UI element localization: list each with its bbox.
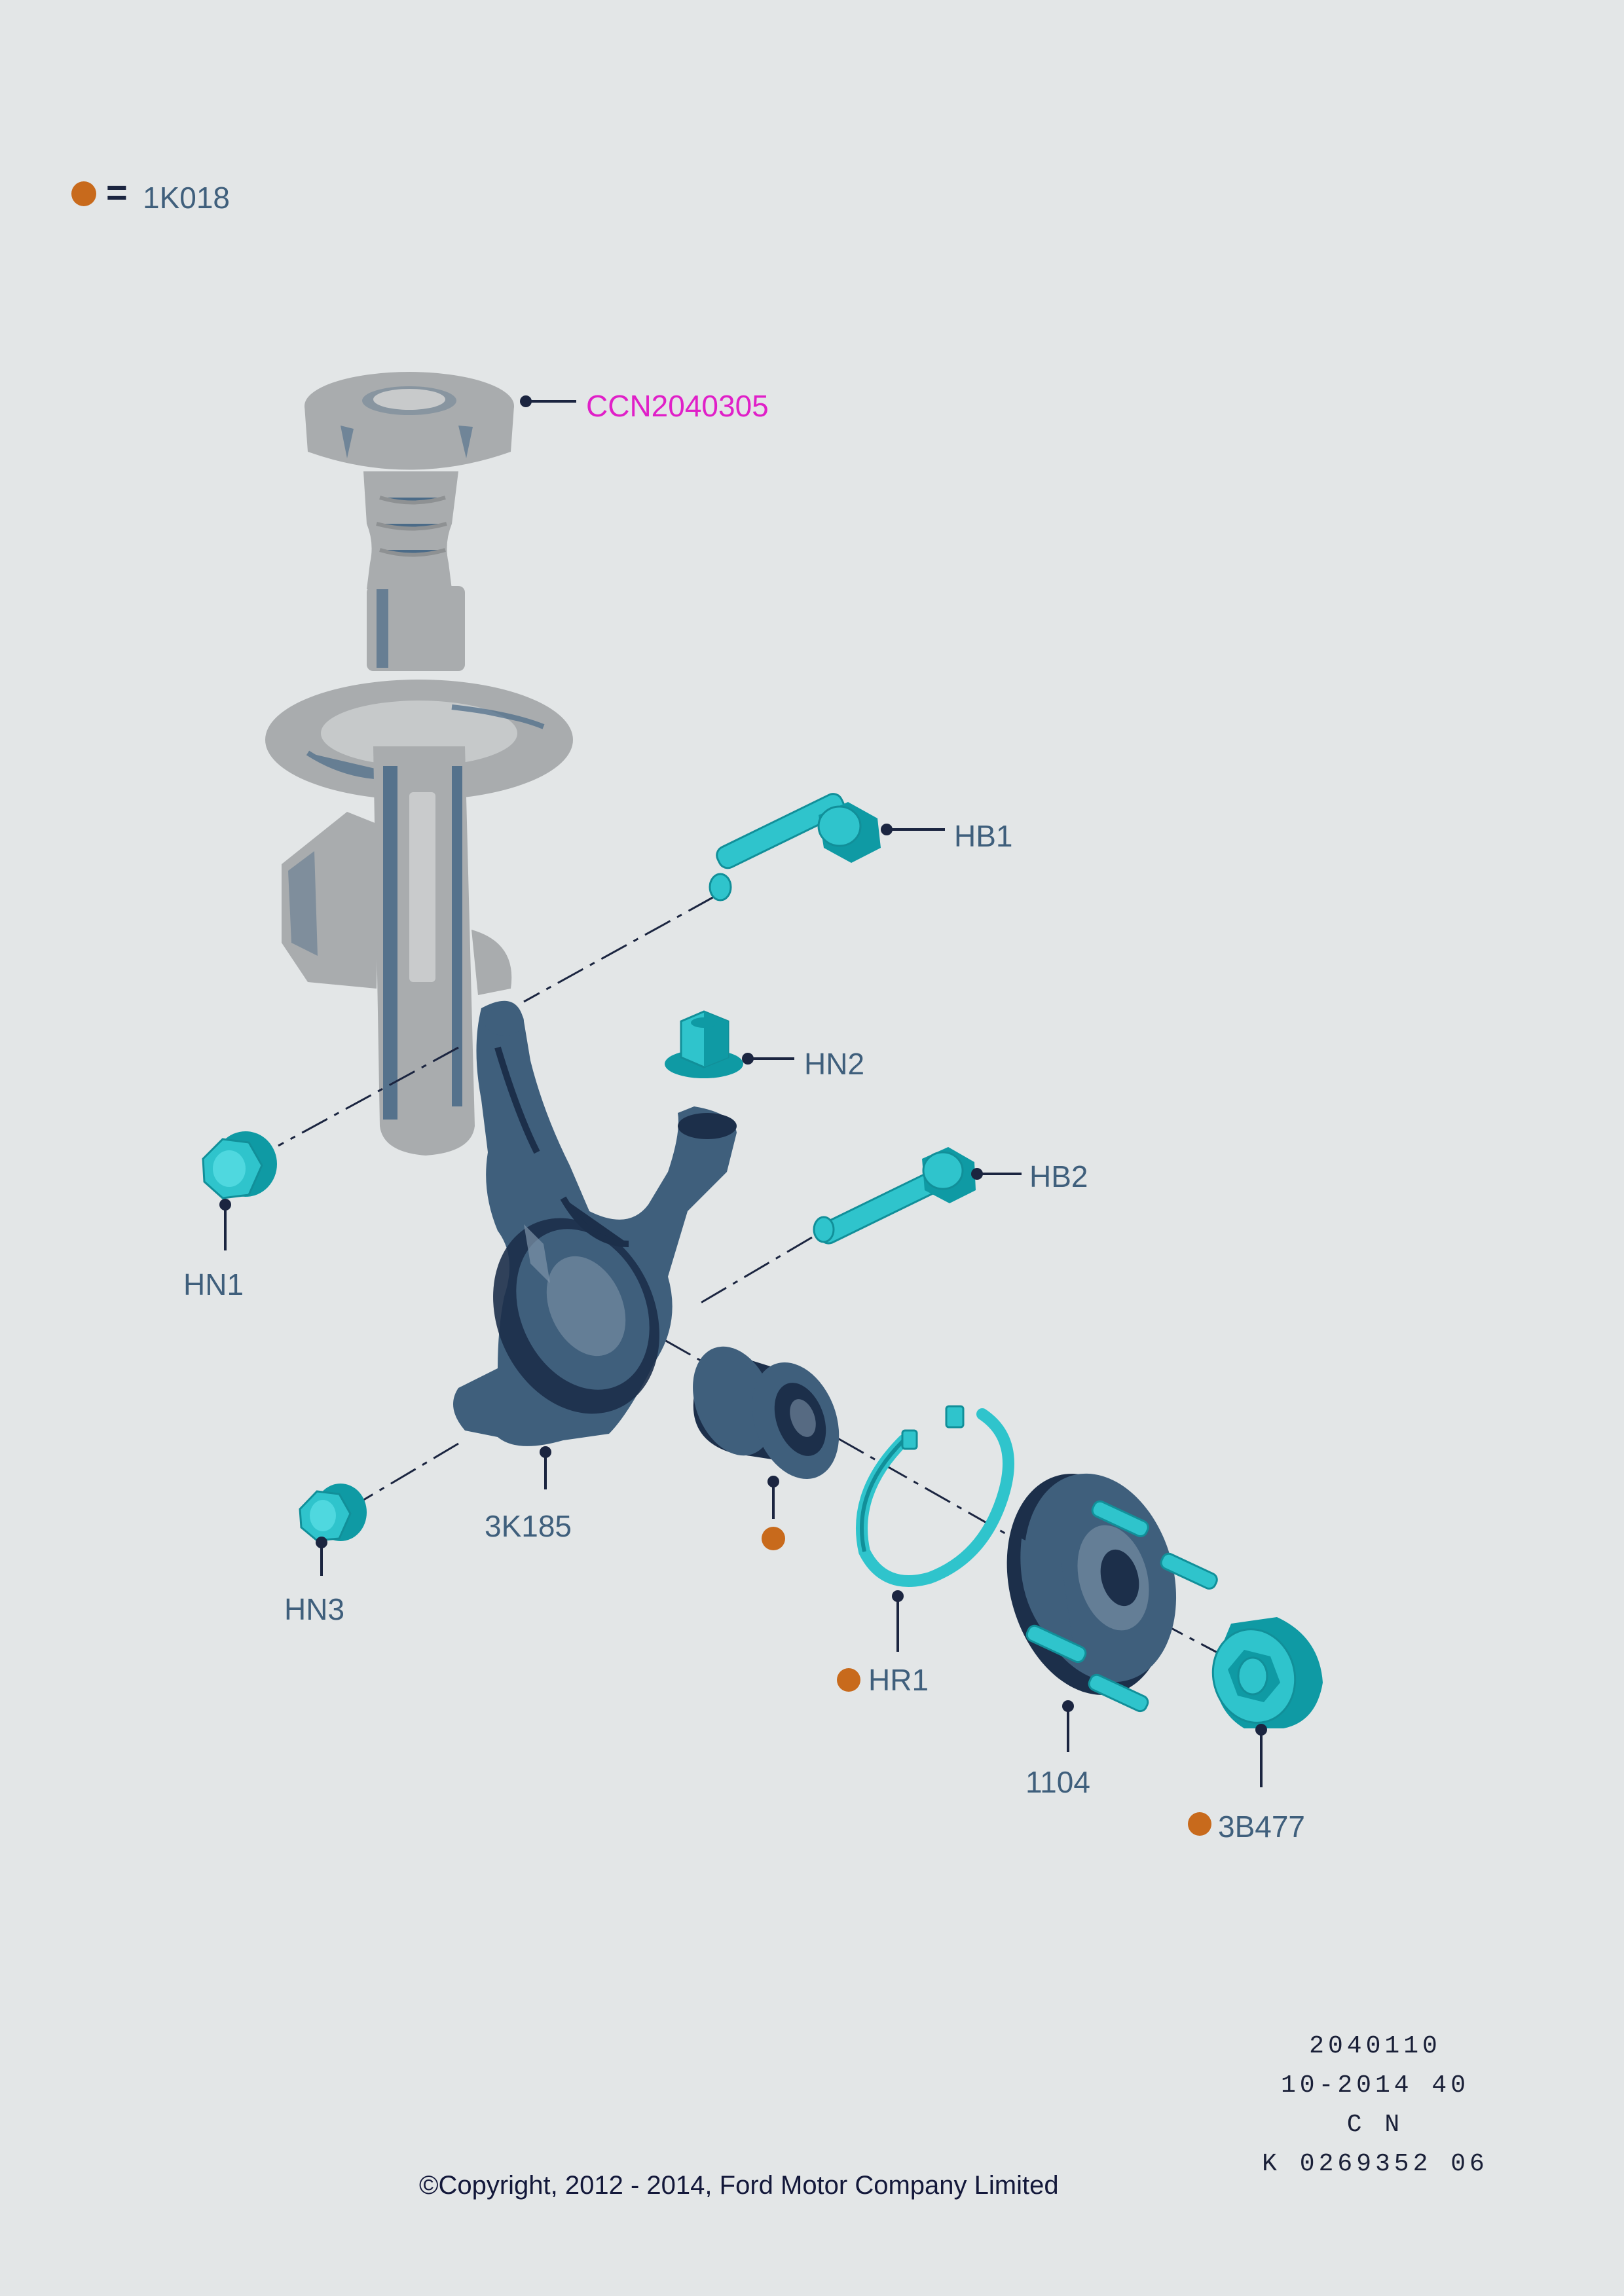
callout-label-hn2: HN2 xyxy=(804,1047,864,1081)
callout-hn3: HN3 xyxy=(284,1537,344,1626)
wheel-bearing-icon xyxy=(693,1346,840,1480)
callout-3b477: 3B477 xyxy=(1188,1724,1305,1844)
stamp-line: K 0269352 06 xyxy=(1262,2150,1488,2178)
steering-knuckle-icon xyxy=(453,1000,737,1446)
callout-hb1: HB1 xyxy=(881,819,1012,853)
stamp-line: 2040110 xyxy=(1309,2032,1441,2060)
callout-1104: 1104 xyxy=(1025,1700,1090,1799)
retaining-ring-icon xyxy=(856,1405,1014,1587)
bolt-hb1-icon xyxy=(709,793,881,902)
drawing-stamp: 2040110 10-2014 40 C N K 0269352 06 xyxy=(1244,2027,1506,2184)
callout-label-3k185: 3K185 xyxy=(485,1509,572,1543)
legend: = 1K018 xyxy=(71,172,230,215)
callout-3k185: 3K185 xyxy=(485,1446,572,1543)
callout-hn2: HN2 xyxy=(742,1047,864,1081)
stamp-line: C N xyxy=(1346,2111,1404,2139)
callout-label-hb1: HB1 xyxy=(954,819,1012,853)
wheel-stud xyxy=(1025,1500,1218,1713)
orange-dot-marker-icon xyxy=(837,1668,860,1692)
legend-code: 1K018 xyxy=(143,181,230,215)
legend-equals: = xyxy=(106,172,128,213)
orange-dot-marker-icon xyxy=(1188,1812,1211,1836)
orange-dot-marker-icon xyxy=(762,1527,785,1550)
strut-assembly-ghost-icon xyxy=(265,372,573,1156)
callout-hr1: HR1 xyxy=(837,1590,929,1697)
callout-ccn: CCN2040305 xyxy=(520,389,769,423)
flange-nut-hn1-icon xyxy=(202,1131,277,1199)
hub-nut-icon xyxy=(1211,1617,1323,1728)
copyright-notice: ©Copyright, 2012 - 2014, Ford Motor Comp… xyxy=(419,2171,1059,2200)
callout-label-1104: 1104 xyxy=(1025,1765,1090,1799)
callout-label-hn3: HN3 xyxy=(284,1592,344,1626)
flange-nut-hn3-icon xyxy=(299,1484,367,1542)
callout-hn1: HN1 xyxy=(183,1199,244,1302)
orange-dot-marker-icon xyxy=(71,181,96,206)
bolt-hb2-icon xyxy=(813,1147,976,1245)
callout-bearing xyxy=(762,1476,785,1550)
stamp-line: 10-2014 40 xyxy=(1280,2071,1470,2100)
callout-label-hb2: HB2 xyxy=(1029,1159,1088,1194)
flange-nut-hn2-icon xyxy=(665,1010,743,1078)
wheel-hub-icon xyxy=(1006,1473,1218,1713)
callout-hb2: HB2 xyxy=(971,1159,1088,1194)
callout-label-3b477: 3B477 xyxy=(1218,1810,1305,1844)
callout-label-hr1: HR1 xyxy=(868,1663,929,1697)
callout-label-hn1: HN1 xyxy=(183,1267,244,1302)
callout-label-ccn: CCN2040305 xyxy=(586,389,769,423)
